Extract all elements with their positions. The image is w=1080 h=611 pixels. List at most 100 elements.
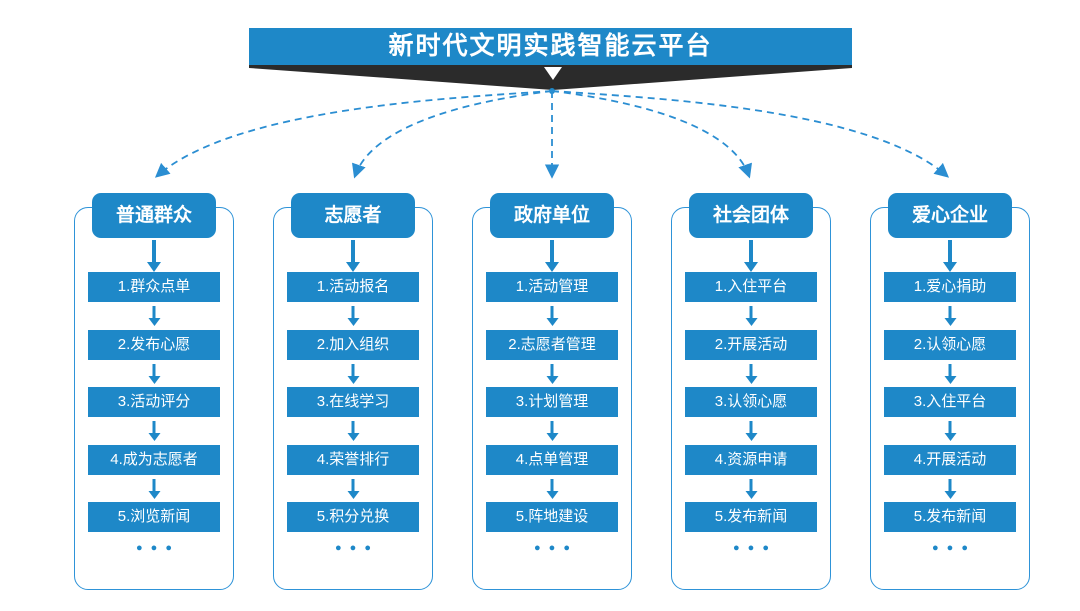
flow-step-label: 1.活动报名: [316, 278, 390, 295]
column-title: 政府单位: [513, 205, 590, 226]
flow-step-label: 4.成为志愿者: [110, 451, 198, 468]
column-government-units: 政府单位 1.活动管理 2.志愿者管理 3.计划管理 4.点单管理 5.阵地建设…: [472, 193, 632, 590]
down-arrow-icon: [749, 240, 753, 262]
down-arrow-icon: [550, 364, 554, 376]
flow-step-label: 2.加入组织: [316, 336, 390, 353]
ellipsis-indicator: ●●●: [335, 542, 379, 554]
flow-step-label: 5.发布新闻: [714, 508, 788, 525]
flow-step-label: 2.开展活动: [714, 336, 788, 353]
flow-step-label: 3.认领心愿: [714, 393, 788, 410]
down-arrow-icon: [152, 479, 156, 491]
flow-step-label: 5.浏览新闻: [117, 508, 191, 525]
down-arrow-icon: [351, 421, 355, 433]
flow-step: 2.认领心愿: [884, 330, 1016, 360]
column-title: 爱心企业: [911, 205, 988, 226]
down-arrow-icon: [550, 479, 554, 491]
ellipsis-indicator: ●●●: [136, 542, 180, 554]
flow-step: 3.活动评分: [88, 387, 220, 417]
down-arrow-icon: [550, 306, 554, 318]
down-arrow-icon: [152, 421, 156, 433]
banner-ribbon: [249, 62, 852, 90]
flow-step-label: 3.活动评分: [117, 393, 191, 410]
flow-step: 1.入住平台: [685, 272, 817, 302]
down-arrow-icon: [351, 240, 355, 262]
flow-step: 5.发布新闻: [884, 502, 1016, 532]
flow-step: 4.开展活动: [884, 445, 1016, 475]
platform-title: 新时代文明实践智能云平台: [388, 32, 713, 60]
flow-step: 5.发布新闻: [685, 502, 817, 532]
down-arrow-icon: [550, 421, 554, 433]
column-social-organizations: 社会团体 1.入住平台 2.开展活动 3.认领心愿 4.资源申请 5.发布新闻 …: [671, 193, 831, 590]
flow-step-label: 4.开展活动: [913, 451, 987, 468]
flow-step: 3.认领心愿: [685, 387, 817, 417]
flow-step-label: 3.入住平台: [913, 393, 987, 410]
column-caring-enterprises: 爱心企业 1.爱心捐助 2.认领心愿 3.入住平台 4.开展活动 5.发布新闻 …: [870, 193, 1030, 590]
down-arrow-icon: [948, 479, 952, 491]
ellipsis-indicator: ●●●: [733, 542, 777, 554]
column-header: 志愿者: [291, 193, 415, 238]
flow-step-label: 2.认领心愿: [913, 336, 987, 353]
column-ordinary-public: 普通群众 1.群众点单 2.发布心愿 3.活动评分 4.成为志愿者 5.浏览新闻…: [74, 193, 234, 590]
flow-step: 3.在线学习: [287, 387, 419, 417]
flow-step: 4.资源申请: [685, 445, 817, 475]
down-arrow-icon: [351, 479, 355, 491]
column-title: 普通群众: [115, 205, 192, 226]
flow-step-label: 5.积分兑换: [316, 508, 390, 525]
flow-step-label: 2.志愿者管理: [508, 336, 596, 353]
column-volunteers: 志愿者 1.活动报名 2.加入组织 3.在线学习 4.荣誉排行 5.积分兑换 ●…: [273, 193, 433, 590]
flow-step-label: 1.群众点单: [117, 278, 191, 295]
flow-step: 4.荣誉排行: [287, 445, 419, 475]
down-arrow-icon: [351, 364, 355, 376]
flow-step-label: 5.发布新闻: [913, 508, 987, 525]
down-arrow-icon: [749, 479, 753, 491]
dashed-connector-5: [551, 90, 950, 178]
down-arrow-icon: [948, 364, 952, 376]
ellipsis-indicator: ●●●: [932, 542, 976, 554]
down-arrow-icon: [749, 364, 753, 376]
flow-step: 4.成为志愿者: [88, 445, 220, 475]
down-arrow-icon: [550, 240, 554, 262]
flow-step: 5.积分兑换: [287, 502, 419, 532]
flow-step: 3.入住平台: [884, 387, 1016, 417]
down-arrow-icon: [749, 421, 753, 433]
flow-step: 1.群众点单: [88, 272, 220, 302]
flow-step-label: 4.资源申请: [714, 451, 788, 468]
flow-step-label: 3.在线学习: [316, 393, 390, 410]
down-arrow-icon: [351, 306, 355, 318]
flow-step: 2.开展活动: [685, 330, 817, 360]
flow-step-label: 1.爱心捐助: [913, 278, 987, 295]
down-arrow-icon: [152, 240, 156, 262]
column-header: 政府单位: [490, 193, 614, 238]
down-arrow-icon: [948, 240, 952, 262]
flow-step-label: 4.点单管理: [515, 451, 589, 468]
hub-dot: [549, 88, 555, 94]
dashed-connector-2: [352, 90, 553, 179]
flow-step: 1.爱心捐助: [884, 272, 1016, 302]
flow-step: 5.浏览新闻: [88, 502, 220, 532]
platform-banner: 新时代文明实践智能云平台: [249, 28, 852, 65]
flow-step-label: 5.阵地建设: [515, 508, 589, 525]
down-triangle-icon: [544, 67, 562, 80]
column-header: 社会团体: [689, 193, 813, 238]
column-header: 普通群众: [92, 193, 216, 238]
dashed-connector-1: [154, 90, 553, 178]
flow-step: 4.点单管理: [486, 445, 618, 475]
down-arrow-icon: [152, 306, 156, 318]
down-arrow-icon: [948, 306, 952, 318]
flow-step: 5.阵地建设: [486, 502, 618, 532]
ellipsis-indicator: ●●●: [534, 542, 578, 554]
column-header: 爱心企业: [888, 193, 1012, 238]
down-arrow-icon: [152, 364, 156, 376]
flow-step-label: 1.入住平台: [714, 278, 788, 295]
flow-step: 1.活动管理: [486, 272, 618, 302]
dashed-connector-4: [551, 90, 752, 179]
flow-step: 2.志愿者管理: [486, 330, 618, 360]
column-title: 社会团体: [712, 205, 789, 226]
flow-step: 2.发布心愿: [88, 330, 220, 360]
flow-step: 2.加入组织: [287, 330, 419, 360]
flow-step-label: 3.计划管理: [515, 393, 589, 410]
flow-step: 1.活动报名: [287, 272, 419, 302]
down-arrow-icon: [749, 306, 753, 318]
flow-step-label: 4.荣誉排行: [316, 451, 390, 468]
